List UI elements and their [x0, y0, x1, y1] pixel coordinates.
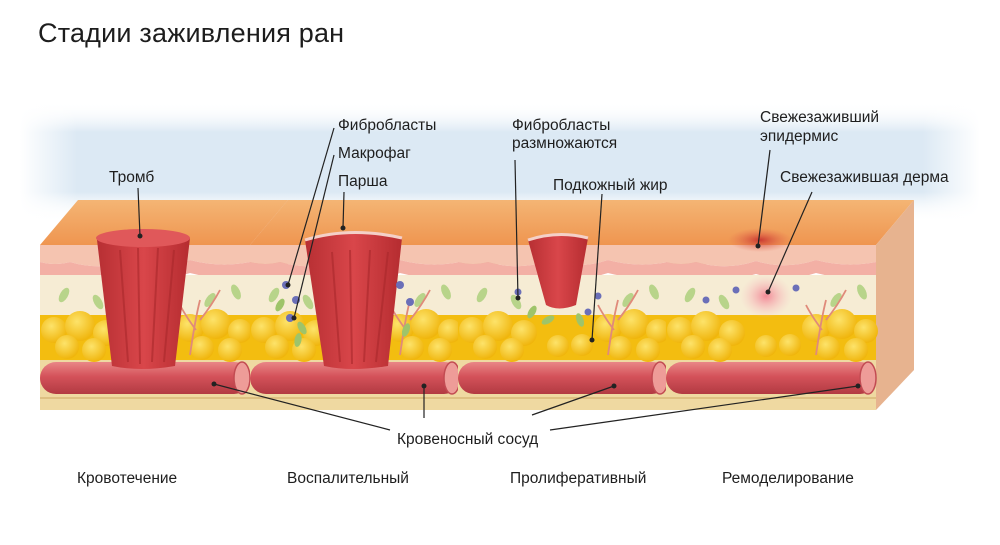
label-scab: Парша — [338, 173, 388, 190]
label-fibroblasts-multiply-line2: размножаются — [512, 135, 618, 152]
page-title: Стадии заживления ран — [38, 18, 345, 48]
label-new-dermis: Свежезажившая дерма — [780, 169, 949, 186]
thrombus-shape — [97, 233, 190, 369]
label-subcutaneous-fat: Подкожный жир — [553, 177, 668, 194]
stage-block-bleeding — [39, 199, 289, 411]
stage-label-remodeling: Ремоделирование — [722, 470, 854, 487]
label-blood-vessel: Кровеносный сосуд — [397, 431, 539, 448]
label-fibroblasts-multiply-line1: Фибробласты — [512, 117, 611, 134]
stage-label-inflammatory: Воспалительный — [287, 470, 409, 487]
stage-block-remodeling — [665, 199, 915, 411]
label-new-epidermis-line1: Свежезаживший — [760, 109, 880, 126]
label-new-epidermis-line2: эпидермис — [760, 128, 839, 145]
stage-block-proliferative — [457, 199, 707, 411]
pointer-lines — [137, 127, 861, 431]
stage-label-bleeding: Кровотечение — [77, 470, 178, 487]
label-thrombus: Тромб — [109, 169, 155, 186]
label-macrophage: Макрофаг — [338, 145, 411, 162]
stage-label-proliferative: Пролиферативный — [510, 470, 647, 487]
stage-block-inflammatory — [249, 199, 499, 411]
label-fibroblasts: Фибробласты — [338, 117, 437, 134]
